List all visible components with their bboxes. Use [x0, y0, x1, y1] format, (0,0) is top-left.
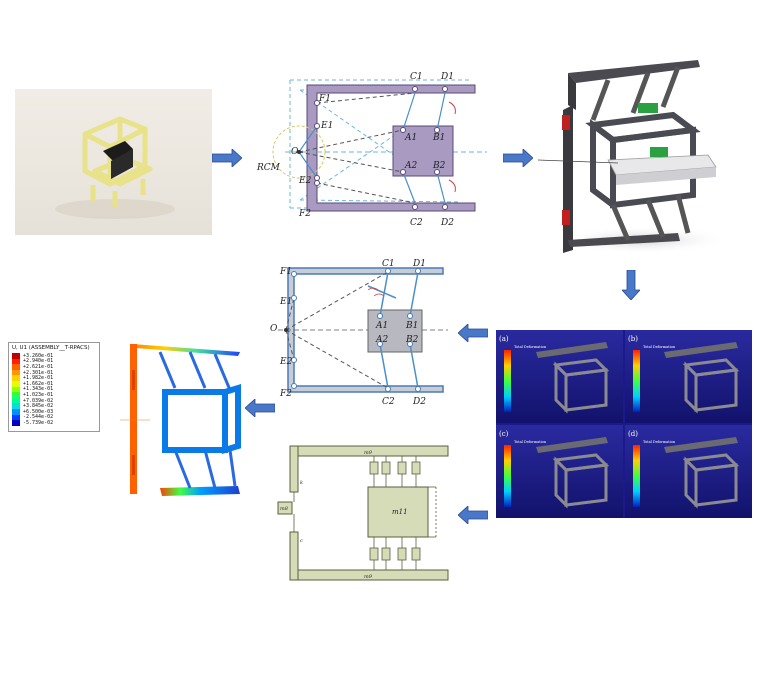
label-b2: B2 — [432, 161, 446, 171]
legend-value: +3.845e-02 — [23, 403, 54, 410]
m2-label-f2: F2 — [279, 389, 292, 399]
label-f2: F2 — [298, 209, 311, 219]
cad-model — [537, 55, 728, 255]
label-b1: B1 — [432, 133, 445, 143]
legend-value: +6.500e-03 — [23, 408, 54, 415]
fea-title-c: Total Deformation — [514, 440, 547, 444]
model-k-label: k — [300, 480, 303, 486]
model-mass-bottom: m9 — [364, 574, 373, 580]
model-mass-center: m11 — [392, 508, 408, 516]
legend-value: +3.260e-01 — [23, 352, 54, 359]
fea-tag-d: (d) — [628, 430, 638, 438]
arrow-down-icon — [622, 270, 640, 300]
model-c-label: c — [300, 538, 303, 544]
dynamic-lumped-mass-model: m9 m9 m8 m11 k c — [276, 444, 452, 582]
label-a1: A1 — [404, 133, 417, 143]
m2-label-o: O — [270, 324, 278, 334]
legend-value: -2.544e-02 — [23, 414, 54, 421]
fea-tag-a: (a) — [499, 335, 509, 343]
legend-row: +6.500e-03 — [12, 409, 96, 415]
legend-row: +1.023e-01 — [12, 392, 96, 398]
legend-row: +2.940e-01 — [12, 358, 96, 365]
model-mass-top: m9 — [364, 450, 373, 456]
m2-label-e2: E2 — [279, 357, 293, 367]
mechanism-linkage-diagram: C1 D1 F1 E1 O A1 B1 A2 B2 E2 F2 C2 D2 — [268, 258, 450, 407]
legend-row: +1.343e-01 — [12, 386, 96, 393]
legend-swatch — [12, 353, 20, 359]
label-a2: A2 — [404, 161, 417, 171]
legend-value: +1.662e-01 — [23, 380, 54, 387]
arrow-left-icon — [245, 399, 275, 417]
label-f1: F1 — [318, 94, 331, 104]
legend-row: +3.845e-02 — [12, 403, 96, 409]
legend-swatch — [12, 369, 20, 376]
fea-title-a: Total Deformation — [514, 345, 547, 349]
m2-label-a1: A1 — [375, 321, 388, 331]
label-o: O — [291, 147, 299, 157]
label-d2: D2 — [440, 218, 454, 228]
legend-swatch — [12, 392, 20, 398]
m2-label-c2: C2 — [382, 397, 395, 406]
m2-label-f1: F1 — [279, 267, 292, 277]
legend-swatch — [12, 414, 20, 421]
legend-value: +1.982e-01 — [23, 375, 54, 382]
label-d1: D1 — [440, 72, 454, 82]
label-c2: C2 — [410, 218, 423, 228]
legend-swatch — [12, 380, 20, 387]
fea-title-d: Total Deformation — [643, 440, 676, 444]
fea-tag-c: (c) — [499, 430, 509, 438]
m2-label-d2: D2 — [412, 397, 426, 406]
legend-value: +1.343e-01 — [23, 386, 54, 393]
legend-swatch — [12, 375, 20, 381]
label-e2: E2 — [298, 176, 312, 186]
fea-tag-b: (b) — [628, 335, 638, 343]
legend-row: -5.739e-02 — [12, 420, 96, 426]
legend-row: -2.544e-02 — [12, 414, 96, 421]
arrow-left-icon — [458, 324, 488, 342]
m2-label-a2: A2 — [375, 335, 388, 345]
label-e1: E1 — [320, 121, 333, 131]
legend-swatch — [12, 358, 20, 365]
m2-label-b1: B1 — [405, 321, 418, 331]
legend-swatch — [12, 420, 20, 426]
arrow-left-icon — [458, 506, 488, 524]
m2-label-d1: D1 — [412, 259, 426, 269]
legend-row: +1.982e-01 — [12, 375, 96, 381]
m2-label-b2: B2 — [405, 335, 419, 345]
legend-value: +2.621e-01 — [23, 363, 54, 370]
arrow-right-icon — [212, 149, 242, 167]
legend-row: +2.301e-01 — [12, 370, 96, 376]
m2-label-e1: E1 — [279, 297, 292, 307]
fea-results-grid: (a) (b) (c) (d) Total Deformation Total … — [496, 330, 752, 518]
prototype-photo — [15, 89, 212, 235]
legend-swatch — [12, 397, 20, 404]
legend-swatch — [12, 403, 20, 409]
legend-swatch — [12, 386, 20, 393]
m2-label-c1: C1 — [382, 259, 395, 269]
abaqus-legend: U, U1 (ASSEMBLY__T-RPACS) +3.260e-01+2.9… — [8, 342, 100, 432]
label-rcm: RCM — [256, 163, 281, 173]
rcm-mechanism-diagram: C1 D1 F1 E1 O RCM A1 B1 A2 B2 E2 F2 C2 D… — [255, 68, 491, 228]
legend-swatch — [12, 364, 20, 370]
legend-row: +1.662e-01 — [12, 381, 96, 387]
model-mass-side: m8 — [280, 506, 288, 512]
abaqus-title: U, U1 (ASSEMBLY__T-RPACS) — [12, 345, 90, 351]
legend-value: +2.940e-01 — [23, 358, 54, 365]
abaqus-deformed-model — [120, 340, 248, 500]
legend-swatch — [12, 408, 20, 415]
legend-value: -5.739e-02 — [23, 419, 54, 426]
arrow-right-icon — [503, 149, 533, 167]
legend-row: +2.621e-01 — [12, 364, 96, 370]
legend-row: +7.039e-02 — [12, 398, 96, 404]
legend-value: +1.023e-01 — [23, 391, 54, 398]
abaqus-legend-rows: +3.260e-01+2.940e-01+2.621e-01+2.301e-01… — [9, 353, 99, 426]
legend-value: +2.301e-01 — [23, 369, 54, 376]
label-c1: C1 — [410, 72, 423, 82]
legend-row: +3.260e-01 — [12, 353, 96, 359]
fea-title-b: Total Deformation — [643, 345, 676, 349]
legend-value: +7.039e-02 — [23, 397, 54, 404]
